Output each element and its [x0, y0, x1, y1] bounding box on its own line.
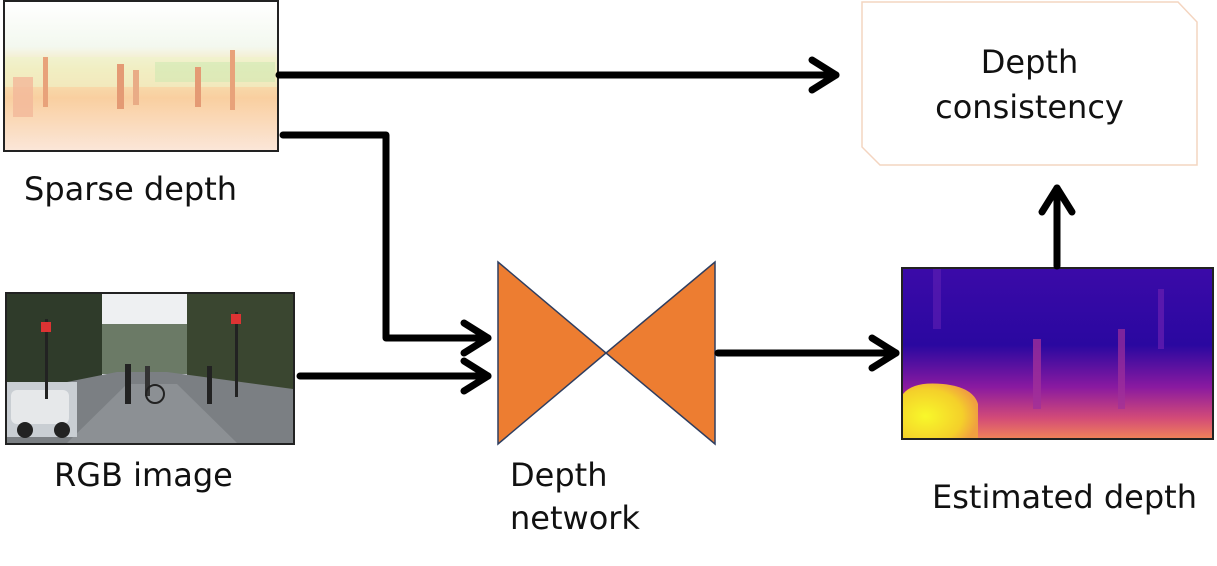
- arrow-sparse-to-network: [279, 131, 492, 342]
- rgb-image-label: RGB image: [54, 456, 233, 494]
- rgb-street-scene: [7, 294, 293, 443]
- arrowhead-rgb-to-network: [460, 357, 492, 395]
- estimated-depth-heatmap: [903, 269, 1212, 438]
- arrowhead-network-to-estimated: [868, 334, 900, 372]
- sparse-depth-label: Sparse depth: [24, 170, 238, 208]
- estimated-depth-label: Estimated depth: [932, 478, 1197, 516]
- depth-consistency-label-line2: consistency: [935, 87, 1124, 126]
- arrowhead-sparse-to-network: [460, 319, 492, 357]
- depth-consistency-label: Depth consistency: [862, 40, 1197, 130]
- depth-consistency-label-line1: Depth: [980, 43, 1079, 81]
- estimated-depth-image: [901, 267, 1214, 440]
- depth-network-label: Depth network: [510, 454, 640, 540]
- depth-network-decoder: [604, 260, 716, 446]
- arrowhead-estimated-to-consistency: [1038, 184, 1076, 216]
- depth-network-label-line2: network: [510, 499, 640, 538]
- rgb-image: [5, 292, 295, 445]
- sparse-depth-visual: [5, 2, 277, 150]
- depth-consistency-box: [861, 1, 1198, 166]
- sparse-depth-image: [3, 0, 279, 152]
- arrowhead-sparse-to-consistency: [808, 56, 840, 94]
- depth-network-encoder: [497, 260, 608, 446]
- depth-network-label-line1: Depth: [510, 456, 608, 494]
